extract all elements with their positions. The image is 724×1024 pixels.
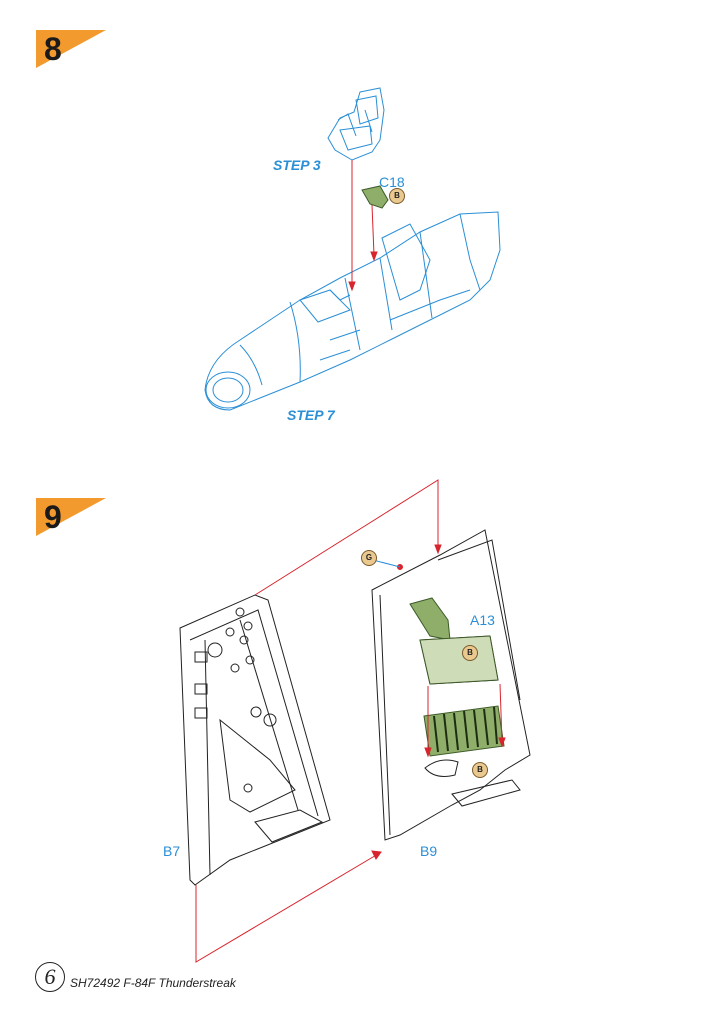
part-a13 xyxy=(409,597,505,757)
paint-marker-g: G xyxy=(361,550,377,566)
part-label-c18: C18 xyxy=(379,174,405,190)
step-8-arrows xyxy=(348,160,378,292)
part-b7-drawing xyxy=(179,594,331,886)
part-label-a13: A13 xyxy=(470,612,495,628)
ejection-seat xyxy=(327,87,385,161)
paint-marker-b-a13: B xyxy=(462,645,478,661)
page-number: 6 xyxy=(35,962,65,992)
step-9-number: 9 xyxy=(44,499,62,535)
part-b9-drawing xyxy=(371,529,531,841)
part-label-b7: B7 xyxy=(163,843,181,859)
paint-marker-b: B xyxy=(389,188,405,204)
product-title: SH72492 F-84F Thunderstreak xyxy=(70,976,236,990)
paint-g-leader xyxy=(372,559,401,568)
step-3-reference: STEP 3 xyxy=(273,157,321,173)
step-8-number: 8 xyxy=(44,31,62,67)
step-8-badge: 8 xyxy=(36,30,126,68)
part-c18 xyxy=(361,185,389,209)
part-label-b9: B9 xyxy=(420,843,438,859)
step-9-badge: 9 xyxy=(36,498,126,536)
paint-marker-b-b9: B xyxy=(472,762,488,778)
step-9-arrows xyxy=(195,479,506,963)
fuselage-nose xyxy=(204,211,501,411)
step-7-reference: STEP 7 xyxy=(287,407,335,423)
